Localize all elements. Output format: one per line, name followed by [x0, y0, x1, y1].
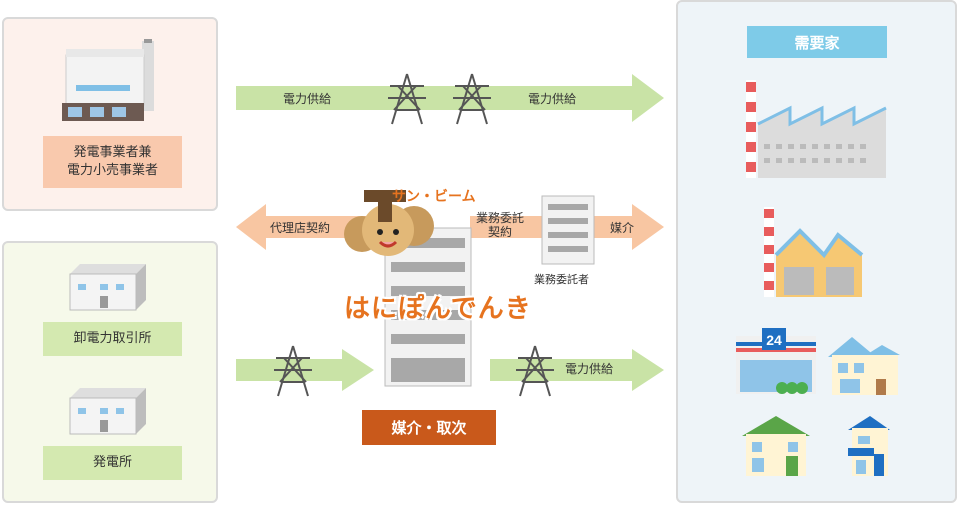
brand-label: はにぽんでんき [344, 294, 532, 324]
generator-retailer-label: 発電事業者兼 電力小売事業者 [43, 136, 182, 188]
pylon-icon [270, 344, 316, 402]
pylon-icon [384, 72, 430, 130]
pylon-icon [512, 344, 558, 402]
supply-arrow-top [236, 74, 664, 126]
central-building-icon [383, 226, 473, 392]
agency-contract-arrow [236, 204, 366, 254]
pylon-icon [449, 72, 495, 130]
svg-text:24: 24 [766, 332, 782, 348]
mediation-badge: 媒介・取次 [362, 410, 496, 445]
power-plant-building-icon [60, 35, 160, 129]
contractor-building-icon [540, 194, 596, 270]
warehouse-icon [762, 205, 866, 303]
house-icon [740, 414, 812, 482]
power-plant-label: 発電所 [43, 446, 182, 480]
contractor-label: 業務委託者 [534, 273, 589, 286]
house-icon [826, 333, 902, 401]
supply-label-left: 電力供給 [283, 92, 332, 106]
sunbeam-label: サン・ビーム [392, 189, 476, 205]
mascot-icon [340, 184, 440, 264]
exchange-label: 卸電力取引所 [43, 322, 182, 356]
supply-label-right: 電力供給 [528, 92, 577, 106]
supply-label-bottom: 電力供給 [565, 362, 614, 376]
power-plant-small-icon [66, 386, 150, 440]
convenience-store-icon: 24 [734, 328, 818, 400]
agency-contract-label: 代理店契約 [270, 221, 331, 235]
customers-title: 需要家 [747, 26, 887, 58]
house-icon [846, 414, 892, 482]
mediation-label: 媒介 [610, 221, 635, 235]
exchange-building-icon [66, 262, 150, 316]
outsourcing-contract-label: 業務委託 契約 [476, 211, 525, 239]
supply-arrow-bottom [490, 349, 664, 395]
factory-icon [744, 78, 888, 186]
